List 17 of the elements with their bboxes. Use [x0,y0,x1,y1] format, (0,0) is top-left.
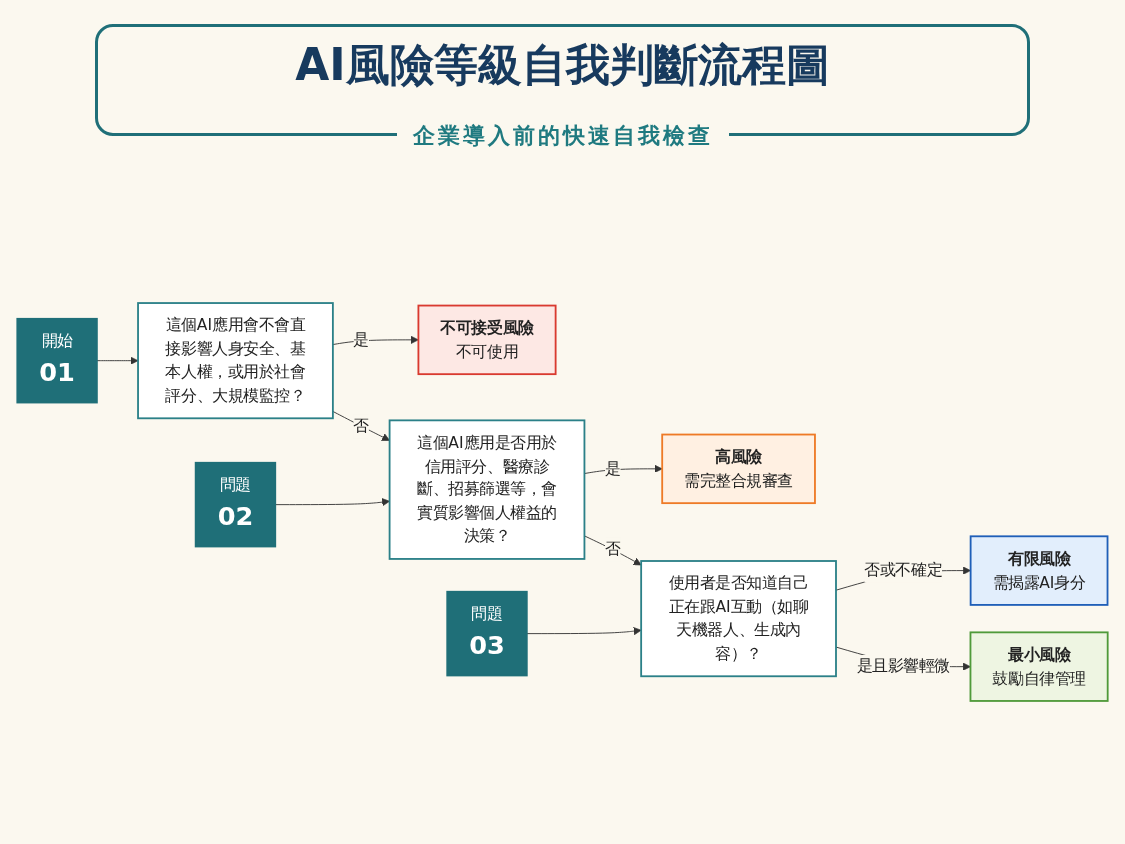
edge-label: 否或不確定 [864,560,943,580]
node-box: 高風險 需完整合規審查 [661,433,816,505]
node-box: 有限風險 需揭露AI身分 [969,535,1109,606]
node-box: 不可接受風險 不可使用 [417,304,557,376]
node-box: 最小風險 鼓勵自律管理 [969,631,1109,702]
edge-label: 是 [353,330,370,349]
node-box: 問題 03 [446,590,528,677]
node-box: 這個AI應用會不會直接影響人身安全、基本人權，或用於社會評分、大規模監控？ [137,302,334,420]
node-box: 開始 01 [16,317,98,404]
edge-label: 是且影響輕微 [856,656,950,676]
edge-label: 是 [605,459,621,478]
node-box: 這個AI應用是否用於信用評分、醫療診斷、招募篩選等，會實質影響個人權益的決策？ [388,419,586,560]
node-box: 使用者是否知道自己正在跟AI互動（如聊天機器人、生成內容）？ [640,560,837,678]
edge-label: 否 [353,416,369,435]
diagram-title: AI風險等級自我判斷流程圖 [294,39,831,92]
node-box: 問題 02 [194,461,277,548]
edge-label: 否 [605,539,621,558]
